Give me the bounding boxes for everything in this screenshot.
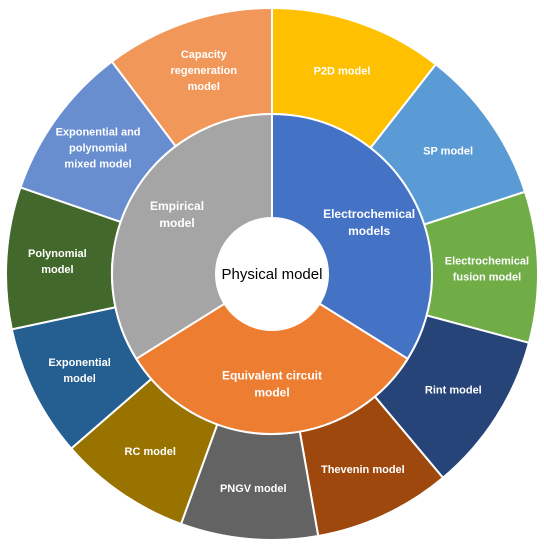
outer-segment-label-1-line: P2D model [314, 66, 371, 78]
center-label: Physical model [222, 266, 323, 283]
outer-segment-label-11-line: Capacity [181, 49, 228, 61]
outer-segment-label-10: Exponential and polynomial mixed model [56, 127, 141, 171]
outer-segment-label-11-line: regeneration [170, 65, 237, 77]
outer-segment-label-9-line: model [41, 264, 73, 276]
outer-segment-label-4: Rint model [425, 385, 482, 397]
inner-ring [111, 112, 433, 435]
outer-segment-label-10-line: mixed model [64, 159, 131, 171]
outer-segment-label-8-line: model [63, 373, 95, 385]
outer-segment-label-8: Exponential model [48, 357, 110, 385]
inner-segment-label-3-line: model [159, 216, 194, 230]
inner-segment-label-3: Empirical model [150, 199, 204, 230]
outer-segment-label-7: RC model [125, 446, 176, 458]
outer-segment-label-1: P2D model [314, 66, 371, 78]
outer-segment-label-3: Electrochemical fusion model [445, 255, 529, 283]
outer-segment-label-5: Thevenin model [321, 464, 405, 476]
inner-segment-label-2: Equivalent circuit model [222, 369, 322, 400]
outer-segment-label-3-line: fusion model [453, 271, 521, 283]
inner-segment-label-2-line: Equivalent circuit [222, 369, 322, 383]
outer-segment-label-10-line: polynomial [69, 143, 127, 155]
outer-segment-label-11-line: model [188, 81, 220, 93]
outer-segment-label-11: Capacity regeneration model [170, 49, 237, 93]
inner-segment-label-1-line: Electrochemical [323, 207, 415, 221]
outer-segment-label-7-line: RC model [125, 446, 176, 458]
outer-segment-label-9: Polynomial model [28, 248, 87, 276]
outer-segment-label-6: PNGV model [220, 483, 287, 495]
outer-segment-label-9-line: Polynomial [28, 248, 87, 260]
outer-ring [5, 6, 539, 541]
inner-segment-label-1: Electrochemical models [323, 207, 415, 238]
center-hole [216, 218, 328, 330]
outer-segment-label-2-line: SP model [423, 146, 473, 158]
outer-segment-label-10-line: Exponential and [56, 127, 141, 139]
outer-segment-label-8-line: Exponential [48, 357, 110, 369]
outer-segment-label-3-line: Electrochemical [445, 255, 529, 267]
outer-segment-label-4-line: Rint model [425, 385, 482, 397]
inner-segment-label-2-line: model [254, 386, 289, 400]
outer-segment-label-6-line: PNGV model [220, 483, 287, 495]
outer-segment-label-2: SP model [423, 146, 473, 158]
inner-segment-label-1-line: models [348, 224, 390, 238]
inner-segment-label-3-line: Empirical [150, 199, 204, 213]
outer-segment-label-5-line: Thevenin model [321, 464, 405, 476]
